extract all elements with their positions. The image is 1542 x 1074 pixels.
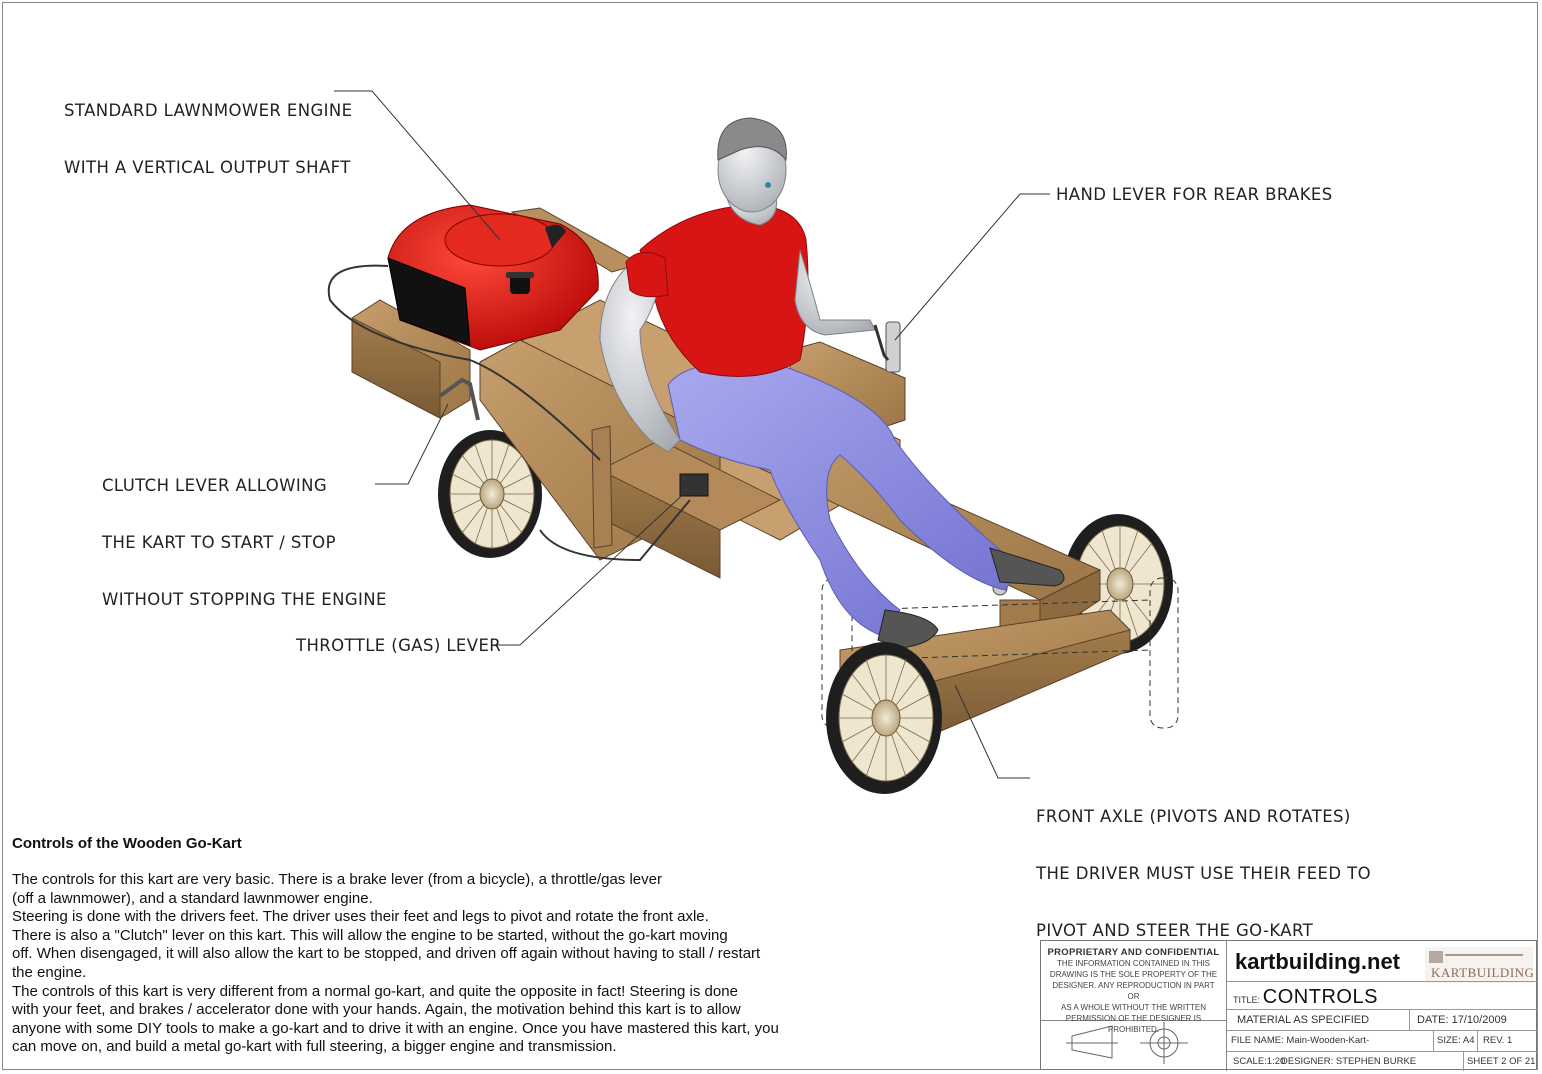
engine-callout: STANDARD LAWNMOWER ENGINE WITH A VERTICA… xyxy=(64,63,353,215)
description-line: the engine. xyxy=(12,963,87,981)
designer-text: DESIGNER: STEPHEN BURKE xyxy=(1281,1056,1417,1067)
file-name-text: FILE NAME: Main-Wooden-Kart- xyxy=(1231,1035,1370,1046)
axle-callout-line2: THE DRIVER MUST USE THEIR FEED TO xyxy=(1036,864,1371,883)
proprietary-line: PERMISSION OF THE DESIGNER IS PROHIBITED… xyxy=(1065,1014,1202,1034)
callout-leader-lines xyxy=(334,90,1050,779)
proprietary-line: THE INFORMATION CONTAINED IN THIS xyxy=(1057,959,1210,968)
description-line: The controls for this kart are very basi… xyxy=(12,871,662,888)
clutch-callout-line3: WITHOUT STOPPING THE ENGINE xyxy=(102,590,387,609)
file-row: FILE NAME: Main-Wooden-Kart- SIZE: A4 RE… xyxy=(1227,1030,1538,1051)
divider xyxy=(1463,1051,1464,1071)
description-line: anyone with some DIY tools to make a go-… xyxy=(12,1019,779,1037)
brake-lever xyxy=(873,321,901,373)
title-row: TITLE: CONTROLS xyxy=(1227,981,1538,1009)
divider xyxy=(1433,1030,1434,1051)
scale-row: SCALE:1:20 DESIGNER: STEPHEN BURKE SHEET… xyxy=(1227,1051,1538,1071)
front-left-wheel xyxy=(826,642,942,794)
proprietary-heading: PROPRIETARY AND CONFIDENTIAL xyxy=(1047,947,1220,958)
sheet-text: SHEET 2 OF 21 xyxy=(1467,1056,1536,1067)
proprietary-line: DRAWING IS THE SOLE PROPERTY OF THE xyxy=(1049,970,1218,979)
proprietary-line: DESIGNER. ANY REPRODUCTION IN PART OR xyxy=(1052,981,1215,1001)
brake-callout: HAND LEVER FOR REAR BRAKES xyxy=(1056,185,1333,204)
description-line: off. When disengaged, it will also allow… xyxy=(12,945,761,963)
scale-text: SCALE:1:20 xyxy=(1233,1056,1286,1067)
description-line: Steering is done with the drivers feet. … xyxy=(12,908,709,926)
axle-callout-line1: FRONT AXLE (PIVOTS AND ROTATES) xyxy=(1036,807,1351,826)
engine-callout-line1: STANDARD LAWNMOWER ENGINE xyxy=(64,101,353,120)
description-line: with your feet, and brakes / accelerator… xyxy=(12,1001,741,1019)
clutch-callout-line1: CLUTCH LEVER ALLOWING xyxy=(102,476,328,495)
projection-cell xyxy=(1041,1021,1227,1071)
proprietary-notice: PROPRIETARY AND CONFIDENTIAL THE INFORMA… xyxy=(1041,941,1227,1034)
description-section: Controls of the Wooden Go-Kart The contr… xyxy=(12,835,872,1057)
kartbuilding-logo-icon xyxy=(1425,947,1533,983)
title-block: PROPRIETARY AND CONFIDENTIAL THE INFORMA… xyxy=(1040,940,1538,1071)
clutch-lever xyxy=(438,377,480,421)
description-line: (off a lawnmower), and a standard lawnmo… xyxy=(12,889,373,907)
throttle-callout: THROTTLE (GAS) LEVER xyxy=(296,636,502,655)
drawing-title: CONTROLS xyxy=(1262,986,1378,1008)
driver-figure xyxy=(599,117,1065,649)
description-heading: Controls of the Wooden Go-Kart xyxy=(12,835,242,852)
size-text: SIZE: A4 xyxy=(1437,1035,1475,1046)
description-line: The controls of this kart is very differ… xyxy=(12,982,738,1000)
throttle-cable xyxy=(327,264,601,461)
clutch-callout-line2: THE KART TO START / STOP xyxy=(102,533,336,552)
axle-callout-line3: PIVOT AND STEER THE GO-KART xyxy=(1036,921,1314,940)
proprietary-line: AS A WHOLE WITHOUT THE WRITTEN xyxy=(1060,1003,1207,1012)
divider xyxy=(1409,1009,1410,1030)
description-line: can move on, and build a metal go-kart w… xyxy=(12,1038,617,1056)
lawnmower-engine xyxy=(387,204,599,351)
material-row: MATERIAL AS SPECIFIED DATE: 17/10/2009 xyxy=(1227,1009,1538,1030)
rev-text: REV. 1 xyxy=(1483,1035,1513,1046)
clutch-callout: CLUTCH LEVER ALLOWING THE KART TO START … xyxy=(102,438,387,647)
projection-symbol-icon xyxy=(1066,1022,1188,1064)
front-axle-callout: FRONT AXLE (PIVOTS AND ROTATES) THE DRIV… xyxy=(1036,769,1371,978)
divider xyxy=(1477,1030,1478,1051)
logo-text: KARTBUILDING xyxy=(1431,965,1535,980)
website-name: kartbuilding.net xyxy=(1235,949,1400,974)
date-text: DATE: 17/10/2009 xyxy=(1417,1014,1507,1026)
brake-cable xyxy=(539,499,691,562)
rear-left-wheel xyxy=(438,430,542,558)
engine-callout-line2: WITH A VERTICAL OUTPUT SHAFT xyxy=(64,158,351,177)
title-label: TITLE: xyxy=(1233,995,1261,1005)
material-text: MATERIAL AS SPECIFIED xyxy=(1237,1014,1370,1026)
description-line: There is also a "Clutch" lever on this k… xyxy=(12,926,728,944)
